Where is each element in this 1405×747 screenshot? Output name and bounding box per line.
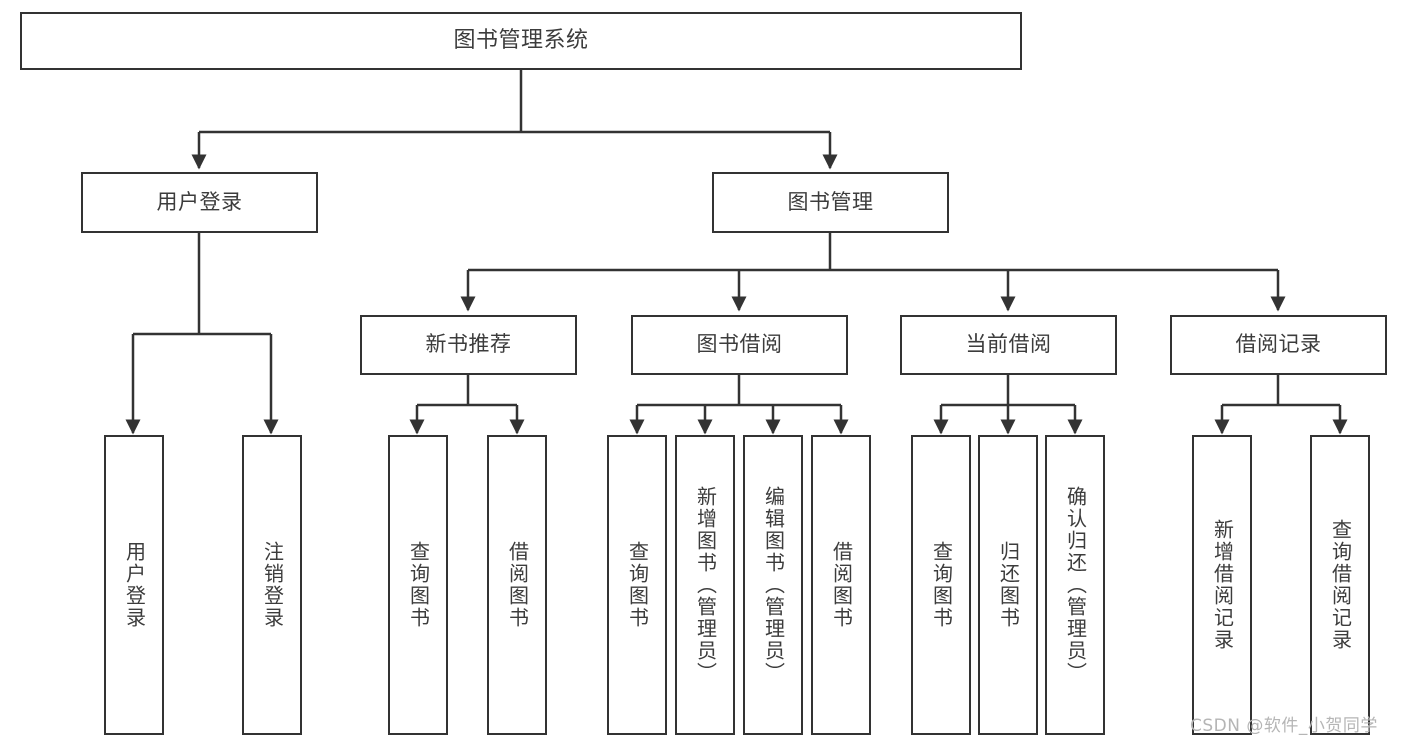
leaf-current-borrow-query-books[interactable]: 查询图书 <box>911 435 971 735</box>
node-label: 查询图书 <box>625 541 650 629</box>
leaf-borrow-record-query-record[interactable]: 查询借阅记录 <box>1310 435 1370 735</box>
node-book-borrowing[interactable]: 图书借阅 <box>631 315 848 375</box>
node-label: 新增图书（管理员） <box>693 486 718 684</box>
node-label: 确认归还（管理员） <box>1063 486 1088 684</box>
leaf-borrow-record-add-record[interactable]: 新增借阅记录 <box>1192 435 1252 735</box>
node-current-borrowing[interactable]: 当前借阅 <box>900 315 1117 375</box>
node-label: 用户登录 <box>122 541 147 629</box>
node-user-login[interactable]: 用户登录 <box>81 172 318 233</box>
node-root-book-management-system[interactable]: 图书管理系统 <box>20 12 1022 70</box>
node-label: 借阅记录 <box>1235 332 1322 357</box>
node-label: 编辑图书（管理员） <box>761 486 786 684</box>
leaf-user-login-login[interactable]: 用户登录 <box>104 435 164 735</box>
node-book-management[interactable]: 图书管理 <box>712 172 949 233</box>
node-label: 当前借阅 <box>965 332 1052 357</box>
leaf-new-book-borrow-books[interactable]: 借阅图书 <box>487 435 547 735</box>
node-label: 查询借阅记录 <box>1328 519 1353 651</box>
node-label: 新书推荐 <box>425 332 512 357</box>
leaf-book-borrow-add-book-admin[interactable]: 新增图书（管理员） <box>675 435 735 735</box>
node-label: 注销登录 <box>260 541 285 629</box>
csdn-watermark: CSDN @软件_小贺同学 <box>1190 716 1378 736</box>
node-label: 图书管理 <box>787 189 874 214</box>
leaf-current-borrow-confirm-return-admin[interactable]: 确认归还（管理员） <box>1045 435 1105 735</box>
node-label: 查询图书 <box>406 541 431 629</box>
node-label: 新增借阅记录 <box>1210 519 1235 651</box>
node-label: 归还图书 <box>996 541 1021 629</box>
leaf-user-login-logout[interactable]: 注销登录 <box>242 435 302 735</box>
node-new-book-recommendation[interactable]: 新书推荐 <box>360 315 577 375</box>
leaf-book-borrow-borrow-books[interactable]: 借阅图书 <box>811 435 871 735</box>
node-label: 用户登录 <box>156 189 243 214</box>
node-borrowing-record[interactable]: 借阅记录 <box>1170 315 1387 375</box>
node-label: 借阅图书 <box>505 541 530 629</box>
leaf-book-borrow-query-books[interactable]: 查询图书 <box>607 435 667 735</box>
leaf-current-borrow-return-books[interactable]: 归还图书 <box>978 435 1038 735</box>
leaf-book-borrow-edit-book-admin[interactable]: 编辑图书（管理员） <box>743 435 803 735</box>
node-label: 图书管理系统 <box>453 27 589 53</box>
leaf-new-book-query-books[interactable]: 查询图书 <box>388 435 448 735</box>
node-label: 查询图书 <box>929 541 954 629</box>
node-label: 借阅图书 <box>829 541 854 629</box>
node-label: 图书借阅 <box>696 332 783 357</box>
